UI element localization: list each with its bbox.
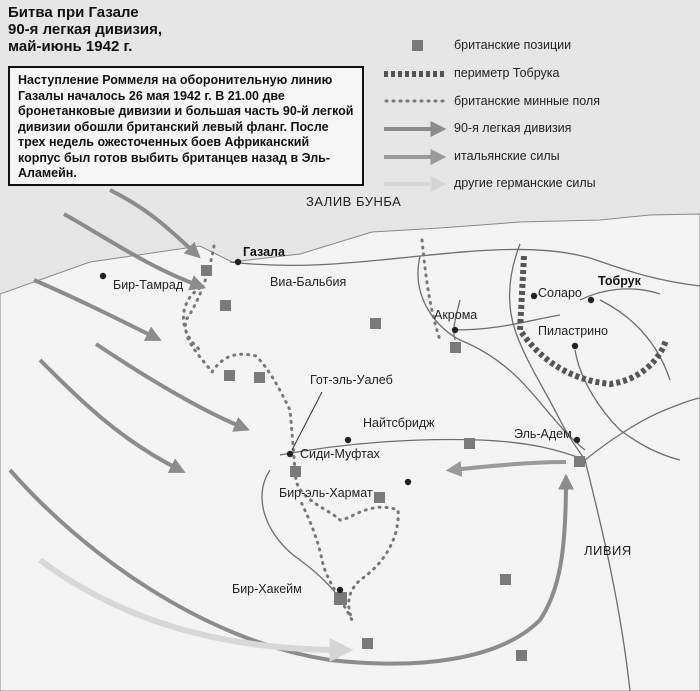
place-bir-tamrad: Бир-Тамрад xyxy=(113,278,184,292)
italian-forces-arrow xyxy=(445,460,567,477)
map-title: Битва при Газале 90-я легкая дивизия, ма… xyxy=(8,4,163,55)
legend-label-light-division: 90-я легкая дивизия xyxy=(454,121,572,135)
british-positions xyxy=(201,265,585,661)
legend-british-position-symbol xyxy=(412,40,423,51)
place-via-balbia: Виа-Бальбия xyxy=(270,275,347,289)
place-solaro: Соларо xyxy=(538,286,582,300)
got-el-ualeb-leader xyxy=(291,391,323,451)
region-libya: ЛИВИЯ xyxy=(584,543,632,558)
minefields xyxy=(182,238,442,621)
place-got-el-ualeb: Гот-эль-Уалеб xyxy=(310,373,393,387)
other-german-arrows xyxy=(38,557,354,662)
place-sidi-muftah: Сиди-Муфтах xyxy=(300,447,380,461)
legend-symbols xyxy=(384,40,448,192)
light-division-arrows xyxy=(8,188,574,666)
legend-label-other-german: другие германские силы xyxy=(454,176,596,190)
place-el-adem: Эль-Адем xyxy=(514,427,572,441)
location-dots xyxy=(99,258,595,594)
roads xyxy=(229,243,700,691)
region-bomba-gulf: ЗАЛИВ БУНБА xyxy=(306,194,402,209)
legend-label-tobruk-perimeter: периметр Тобрука xyxy=(454,66,560,80)
place-knightsbridge: Найтсбридж xyxy=(363,416,435,430)
info-box: Наступление Роммеля на оборонительную ли… xyxy=(8,66,364,186)
place-pilastrino: Пиластрино xyxy=(538,324,608,338)
legend-label-british-positions: британские позиции xyxy=(454,38,572,52)
tobruk-perimeter xyxy=(516,255,669,388)
place-bir-hakeim: Бир-Хакейм xyxy=(232,582,302,596)
place-tobruk: Тобрук xyxy=(598,274,641,288)
legend-label-minefields: британские минные поля xyxy=(454,94,600,108)
place-gazala: Газала xyxy=(243,245,285,259)
legend-label-italian-forces: итальянские силы xyxy=(454,149,560,163)
place-acroma: Акрома xyxy=(434,308,478,322)
place-bir-el-harmat: Бир-эль-Хармат xyxy=(279,486,373,500)
